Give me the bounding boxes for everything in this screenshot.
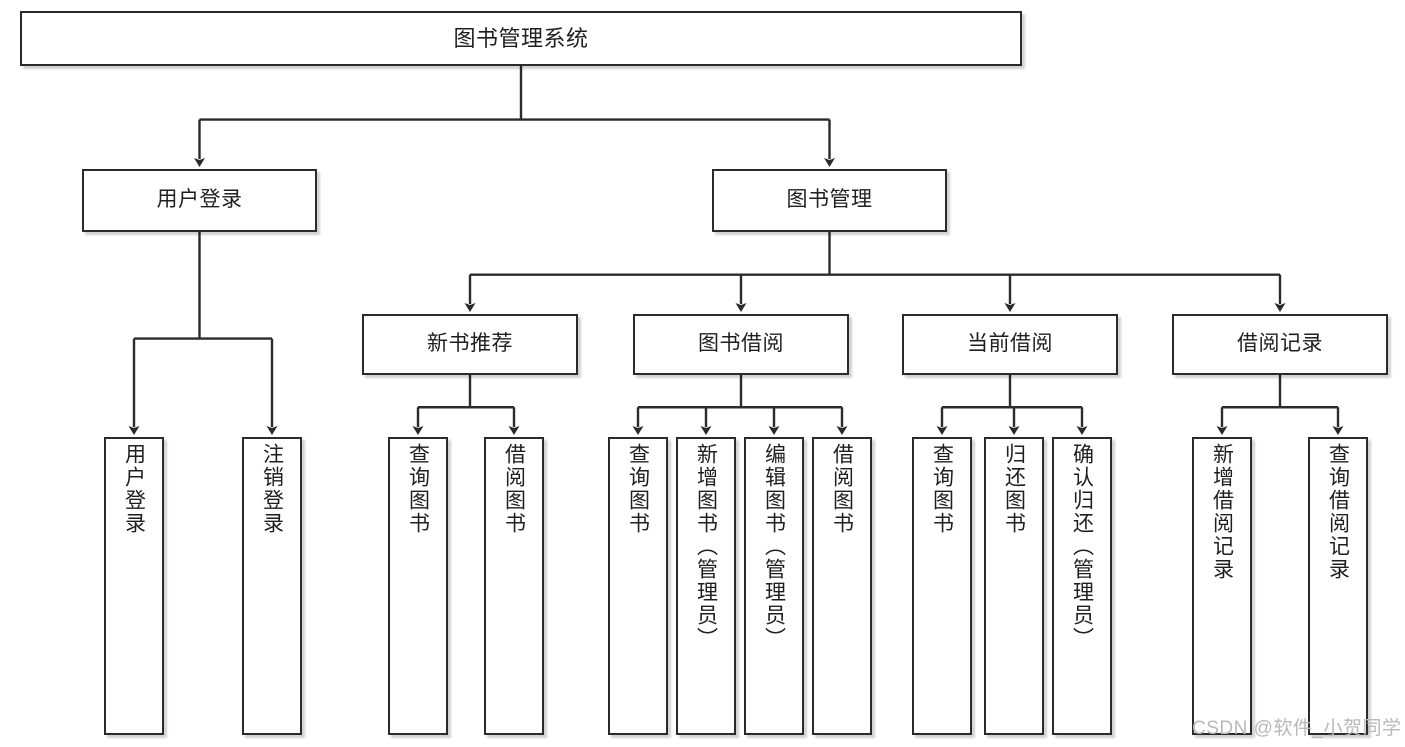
node-leaf-add-record[interactable]: 新增借阅记录: [1192, 437, 1252, 735]
node-leaf-return-book[interactable]: 归还图书: [984, 437, 1044, 735]
node-leaf-confirm-return[interactable]: 确认归还（管理员）: [1052, 437, 1112, 735]
node-label: 新增借阅记录: [1210, 443, 1234, 581]
node-borrow-record[interactable]: 借阅记录: [1172, 314, 1388, 375]
node-label: 图书借阅: [698, 332, 784, 356]
node-label: 查询借阅记录: [1326, 443, 1350, 581]
csdn-watermark: CSDN @软件_小贺同学: [1192, 718, 1402, 739]
node-label: 借阅图书: [830, 443, 854, 535]
node-label: 当前借阅: [967, 332, 1053, 356]
node-label: 查询图书: [406, 443, 430, 535]
node-user-login[interactable]: 用户登录: [82, 169, 317, 232]
node-label: 图书管理: [786, 188, 873, 212]
node-label: 归还图书: [1002, 443, 1026, 535]
node-leaf-borrow-book-1[interactable]: 借阅图书: [484, 437, 544, 735]
node-label: 新书推荐: [427, 332, 513, 356]
node-leaf-add-book[interactable]: 新增图书（管理员）: [676, 437, 736, 735]
node-label: 新增图书（管理员）: [694, 443, 718, 650]
node-book-borrow[interactable]: 图书借阅: [633, 314, 849, 375]
node-label: 借阅记录: [1237, 332, 1323, 356]
node-leaf-query-record[interactable]: 查询借阅记录: [1308, 437, 1368, 735]
node-leaf-query-book-1[interactable]: 查询图书: [388, 437, 448, 735]
node-leaf-edit-book[interactable]: 编辑图书（管理员）: [744, 437, 804, 735]
node-root[interactable]: 图书管理系统: [20, 11, 1022, 66]
node-leaf-user-login[interactable]: 用户登录: [104, 437, 164, 735]
node-new-book-rec[interactable]: 新书推荐: [362, 314, 578, 375]
node-label: 编辑图书（管理员）: [762, 443, 786, 650]
node-label: 查询图书: [626, 443, 650, 535]
node-leaf-borrow-book-2[interactable]: 借阅图书: [812, 437, 872, 735]
node-label: 查询图书: [930, 443, 954, 535]
node-leaf-user-logout[interactable]: 注销登录: [242, 437, 302, 735]
node-label: 图书管理系统: [453, 25, 589, 51]
node-current-borrow[interactable]: 当前借阅: [902, 314, 1118, 375]
node-book-manage[interactable]: 图书管理: [712, 169, 947, 232]
node-label: 借阅图书: [502, 443, 526, 535]
node-leaf-query-book-2[interactable]: 查询图书: [608, 437, 668, 735]
node-label: 用户登录: [122, 443, 146, 535]
node-label: 确认归还（管理员）: [1070, 443, 1094, 650]
node-label: 用户登录: [156, 188, 243, 212]
node-leaf-query-book-3[interactable]: 查询图书: [912, 437, 972, 735]
node-label: 注销登录: [260, 443, 284, 535]
